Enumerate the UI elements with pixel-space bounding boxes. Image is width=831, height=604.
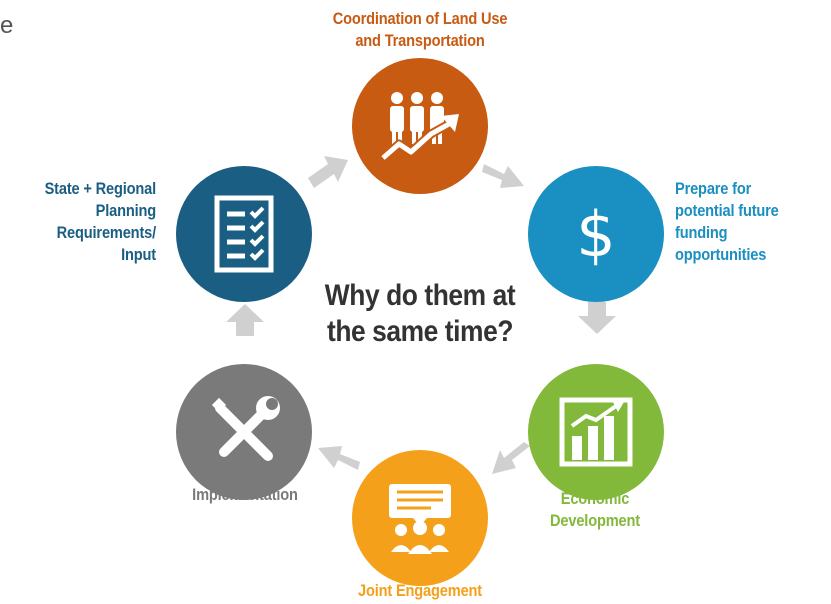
arrow-state-to-coordination: [308, 156, 348, 188]
node-coordination: [352, 58, 488, 194]
label-implementation: Implementation: [192, 485, 298, 504]
label-coordination: Coordination of Land Use and Transportat…: [332, 9, 508, 50]
center-title: Why do them at the same time?: [324, 279, 516, 348]
label-funding: Prepare for potential future funding opp…: [675, 179, 779, 264]
node-funding: $: [528, 166, 664, 302]
arrow-coordination-to-funding: [482, 164, 524, 188]
people-growth-icon: [380, 92, 459, 162]
tools-icon: [211, 396, 280, 461]
arrow-funding-to-economic: [578, 302, 616, 334]
checklist-icon: [214, 195, 274, 273]
arrow-implementation-to-state: [226, 304, 264, 336]
label-state: State + Regional Planning Requirements/ …: [44, 179, 157, 264]
label-economic: Economic Development: [550, 489, 640, 530]
node-state: [176, 166, 312, 302]
stray-character: e: [0, 12, 14, 39]
arrow-economic-to-engagement: [492, 442, 530, 474]
label-engagement: Joint Engagement: [358, 581, 482, 600]
svg-text:$: $: [576, 198, 615, 271]
dollar-icon: $: [576, 198, 615, 271]
arrow-engagement-to-implementation: [318, 446, 360, 470]
node-economic: [528, 364, 664, 500]
node-engagement: [352, 450, 488, 586]
discussion-icon: [389, 484, 451, 554]
node-implementation: [176, 364, 312, 500]
bar-chart-icon: [559, 397, 633, 467]
